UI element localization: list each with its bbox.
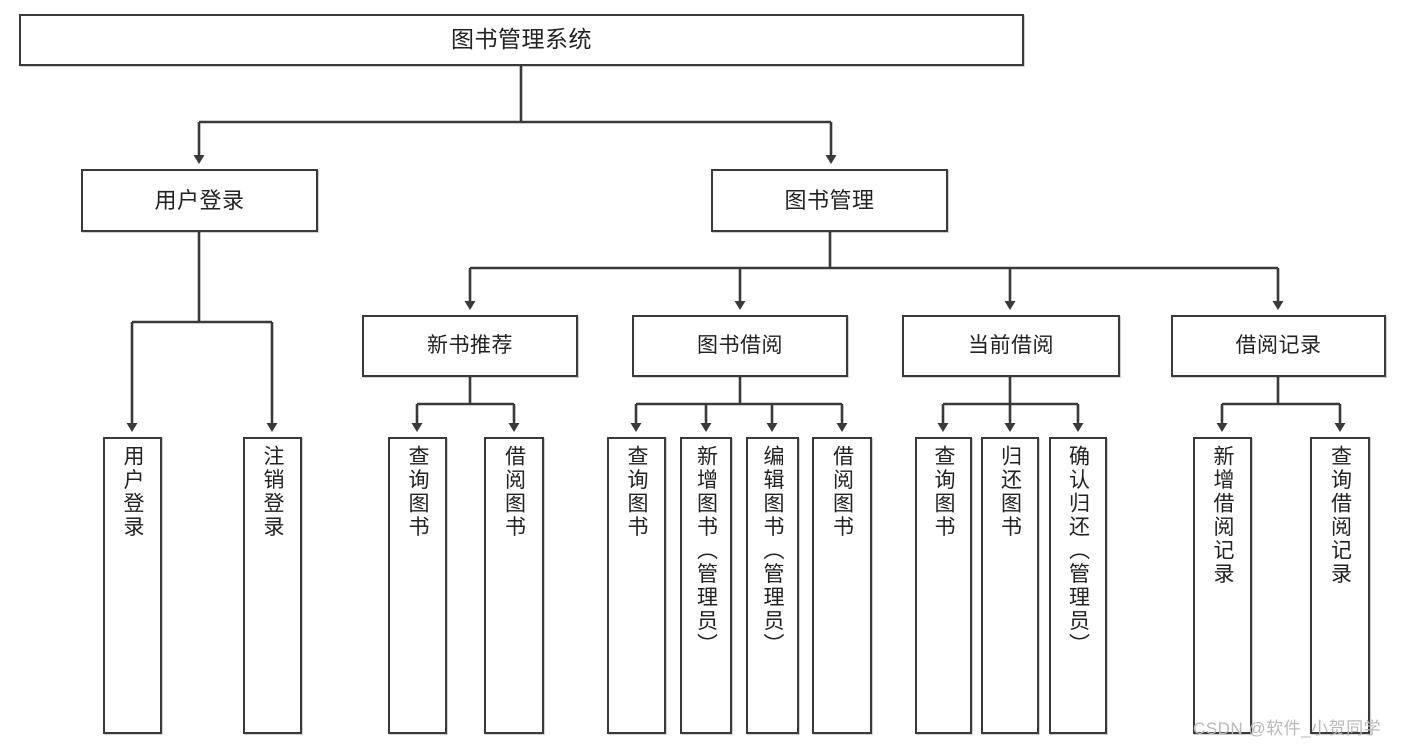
node-leaf-lend-book[interactable]: 借阅图书 (812, 437, 872, 734)
node-label: 新增借阅记录 (1211, 445, 1234, 586)
node-label: 注销登录 (261, 445, 284, 539)
node-label: 新增图书（管理员） (694, 445, 718, 657)
node-leaf-query-borrow-record[interactable]: 查询借阅记录 (1310, 437, 1370, 734)
csdn-watermark: CSDN @软件_小贺同学 (1193, 719, 1382, 738)
node-label: 查询图书 (932, 445, 955, 539)
node-leaf-edit-book-admin[interactable]: 编辑图书（管理员） (746, 437, 799, 734)
node-label: 确认归还（管理员） (1066, 445, 1090, 657)
node-leaf-logout[interactable]: 注销登录 (243, 437, 302, 734)
node-book-borrow[interactable]: 图书借阅 (632, 315, 848, 377)
node-borrow-record[interactable]: 借阅记录 (1171, 315, 1386, 377)
node-leaf-return-book[interactable]: 归还图书 (981, 437, 1039, 734)
node-leaf-confirm-return-admin[interactable]: 确认归还（管理员） (1049, 437, 1107, 734)
node-book-management[interactable]: 图书管理 (711, 169, 948, 232)
node-leaf-query-book-borrow[interactable]: 查询图书 (607, 437, 666, 734)
node-user-login[interactable]: 用户登录 (81, 169, 318, 232)
node-current-borrow[interactable]: 当前借阅 (902, 315, 1120, 377)
node-root-system[interactable]: 图书管理系统 (19, 14, 1024, 66)
node-label: 查询借阅记录 (1328, 445, 1352, 586)
node-leaf-user-login[interactable]: 用户登录 (103, 437, 162, 734)
node-label: 借阅图书 (502, 445, 526, 539)
node-label: 图书管理系统 (451, 26, 592, 53)
node-label: 查询图书 (406, 445, 429, 539)
node-label: 用户登录 (121, 445, 144, 539)
node-leaf-add-borrow-record[interactable]: 新增借阅记录 (1193, 437, 1252, 734)
node-label: 用户登录 (154, 187, 245, 213)
node-leaf-query-book-newbook[interactable]: 查询图书 (388, 437, 447, 734)
node-label: 图书借阅 (697, 333, 783, 357)
node-leaf-add-book-admin[interactable]: 新增图书（管理员） (680, 437, 732, 734)
node-label: 查询图书 (625, 445, 648, 539)
node-label: 归还图书 (998, 445, 1022, 539)
node-leaf-query-book-current[interactable]: 查询图书 (915, 437, 972, 734)
node-label: 新书推荐 (427, 333, 513, 357)
node-new-book-recommend[interactable]: 新书推荐 (362, 315, 578, 377)
node-label: 当前借阅 (968, 333, 1054, 357)
node-label: 借阅记录 (1235, 333, 1322, 357)
node-label: 图书管理 (784, 187, 875, 213)
node-label: 借阅图书 (830, 445, 854, 539)
node-leaf-borrow-book-newbook[interactable]: 借阅图书 (484, 437, 544, 734)
node-label: 编辑图书（管理员） (761, 445, 784, 657)
